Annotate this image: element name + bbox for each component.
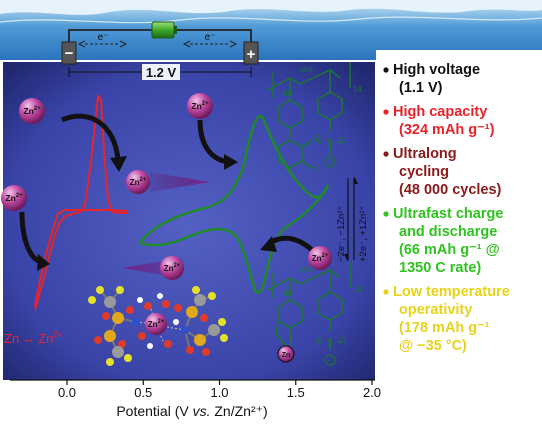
- feature-bullet: [383, 109, 389, 115]
- arrow-head-4-icon: [260, 236, 277, 252]
- svg-text:O: O: [316, 336, 322, 345]
- svg-text:O: O: [314, 164, 320, 173]
- svg-text:Zn2+: Zn2+: [191, 101, 209, 111]
- plot-panel: [3, 62, 375, 380]
- polymer-structure-reduced: [267, 262, 351, 350]
- voltage-label-bg: [142, 64, 180, 80]
- feature-bullet: [383, 289, 389, 295]
- svg-text:O: O: [340, 136, 346, 145]
- arrow-head-3-icon: [224, 154, 238, 170]
- feature-line: (66 mAh g⁻¹ @: [399, 242, 500, 258]
- feature-line: (48 000 cycles): [399, 182, 502, 198]
- ion-beam-right: [150, 172, 210, 192]
- svg-text:Zn2+: Zn2+: [5, 193, 23, 203]
- feature-bullet: [383, 67, 389, 73]
- svg-text:Zn2+: Zn2+: [312, 253, 329, 263]
- features-list: High voltage (1.1 V) High capacity (324 mAh…: [383, 62, 510, 354]
- svg-text:86: 86: [283, 289, 292, 298]
- battery-icon: [151, 21, 175, 39]
- electron-arrow-right-icon: [182, 40, 191, 48]
- zn-solvation-complex: Zn2+: [88, 286, 228, 366]
- polymer-cv-curve: [138, 114, 330, 294]
- minus-label: −: [65, 45, 74, 62]
- x-tick-label: 1.0: [210, 385, 228, 400]
- electron-label-right: e⁻: [205, 32, 216, 43]
- svg-text:Zn2+: Zn2+: [164, 263, 181, 273]
- arrow-head-2-icon: [37, 254, 50, 271]
- feature-line: (324 mAh g⁻¹): [399, 122, 495, 138]
- svg-text:S: S: [327, 337, 333, 347]
- zn-cv-curve: [34, 93, 129, 311]
- zn-ion-5: Zn2+: [160, 256, 184, 280]
- polymer-zn-center: Zn: [277, 345, 295, 363]
- feature-line: @ −35 °C): [399, 338, 467, 354]
- svg-text:O: O: [316, 136, 322, 145]
- x-tick-label: 0.5: [134, 385, 152, 400]
- zn-ion-3: Zn2+: [187, 93, 213, 119]
- x-axis-label: Potential (V vs. Zn/Zn²⁺): [116, 403, 267, 419]
- svg-text:O: O: [340, 336, 346, 345]
- x-axis-ticks: 0.0 0.5 1.0 1.5 2.0: [58, 380, 381, 400]
- x-tick-label: 0.0: [58, 385, 76, 400]
- feature-line: (1.1 V): [399, 80, 443, 96]
- zn-ion-1: Zn2+: [19, 98, 45, 124]
- arrow-head-1-icon: [110, 156, 127, 172]
- feature-line: cycling: [399, 164, 449, 180]
- feature-bullet: [383, 151, 389, 157]
- water-surface: [0, 0, 542, 15]
- redox-arrows: −2e⁻, −1Zn²⁺ +2e⁻, +1Zn²⁺: [336, 176, 369, 262]
- feature-line: (178 mAh g⁻¹: [399, 320, 490, 336]
- svg-text:O: O: [314, 133, 320, 142]
- zn-equation: Zn↔Zn2+: [4, 330, 63, 346]
- wire-right: [174, 29, 252, 42]
- feature-line: Ultralong: [393, 146, 457, 162]
- zn-ion-6: Zn2+: [308, 246, 332, 270]
- svg-text:−: −: [327, 158, 332, 167]
- zn-ion-4: Zn2+: [126, 170, 150, 194]
- svg-text:86: 86: [283, 89, 292, 98]
- battery-circuit: − + e⁻ e⁻ 1.2 V: [61, 21, 259, 80]
- svg-text:Zn2+: Zn2+: [130, 177, 147, 187]
- electron-arrow-left2-icon: [119, 40, 128, 48]
- feature-line: Ultrafast charge: [393, 206, 503, 222]
- arrow-to-zn-curve: [61, 113, 121, 161]
- wire-left: [68, 29, 152, 42]
- x-axis: 0.0 0.5 1.0 1.5 2.0 Potential (V vs. Zn/Zn²⁺…: [10, 379, 381, 419]
- polymer-labels-top: stat 86 14 O S O O O −: [283, 65, 362, 173]
- feature-column: [376, 50, 542, 426]
- electron-label-left: e⁻: [98, 32, 109, 43]
- svg-text:stat: stat: [300, 265, 314, 274]
- feature-line: operativity: [399, 302, 472, 318]
- electron-arrow-right2-icon: [229, 40, 238, 48]
- polymer-labels-bottom: stat 86 14 S O O −: [283, 265, 362, 366]
- feature-line: High capacity: [393, 104, 487, 120]
- svg-text:Zn2+: Zn2+: [23, 106, 41, 116]
- wave-line: [0, 16, 542, 24]
- zn-ion-2: Zn2+: [1, 185, 27, 211]
- svg-text:14: 14: [353, 85, 362, 94]
- svg-text:Zn: Zn: [282, 352, 291, 359]
- svg-text:14: 14: [353, 285, 362, 294]
- feature-line: 1350 C rate): [399, 260, 481, 276]
- feature-line: Low temperature: [393, 284, 510, 300]
- feature-bullet: [383, 211, 389, 217]
- plus-label: +: [247, 46, 256, 63]
- oxidation-label: +2e⁻, +1Zn²⁺: [358, 205, 369, 262]
- svg-text:−: −: [327, 356, 332, 365]
- x-tick-label: 2.0: [363, 385, 381, 400]
- svg-text:stat: stat: [300, 65, 314, 74]
- svg-text:S: S: [327, 137, 333, 147]
- svg-text:Zn2+: Zn2+: [148, 319, 165, 329]
- feature-line: High voltage: [393, 62, 480, 78]
- electron-arrow-left-icon: [77, 40, 86, 48]
- reduction-label: −2e⁻, −1Zn²⁺: [336, 205, 347, 262]
- voltage-label: 1.2 V: [146, 65, 177, 80]
- battery-cap: [174, 26, 177, 34]
- x-tick-label: 1.5: [287, 385, 305, 400]
- polymer-structure-oxidized: [267, 62, 351, 169]
- feature-line: and discharge: [399, 224, 497, 240]
